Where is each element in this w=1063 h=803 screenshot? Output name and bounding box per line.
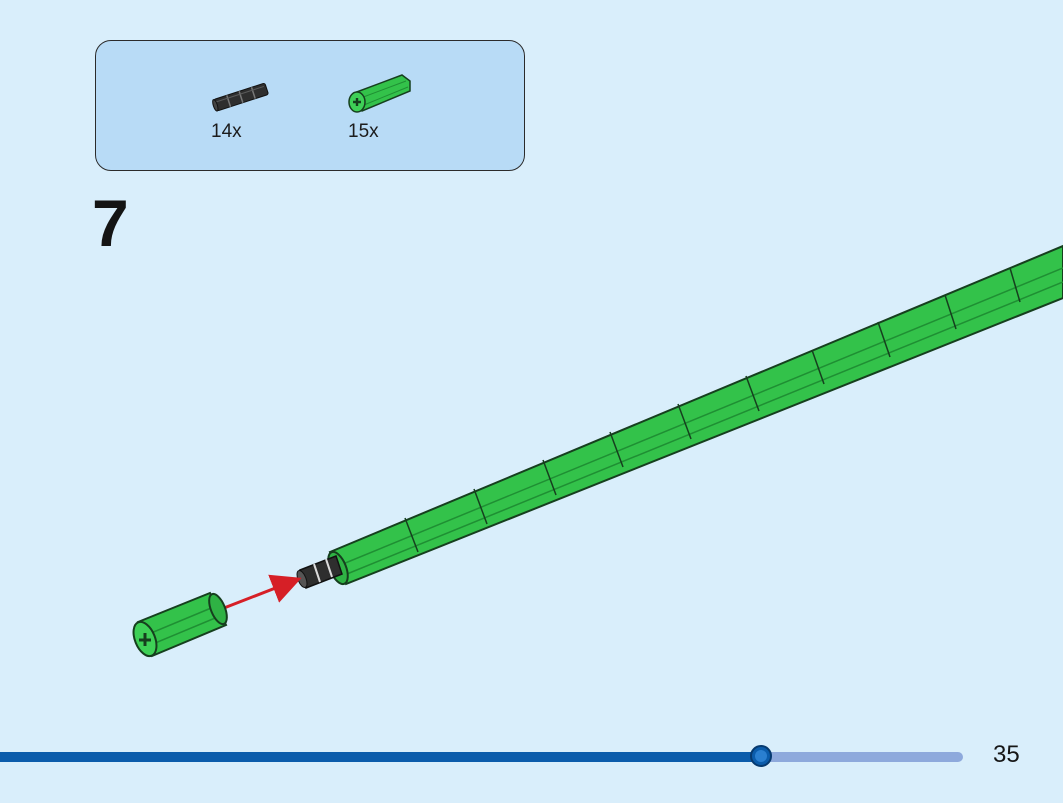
tube-segment-seam — [404, 517, 419, 553]
tube-segment-seam — [677, 403, 692, 440]
tube-segment-seam — [542, 459, 557, 496]
parts-list-box: 14x 15x — [95, 40, 525, 171]
black-axle-connector-icon — [212, 82, 269, 112]
step-number: 7 — [92, 186, 129, 260]
tube-segment-seam — [745, 375, 760, 412]
tube-segment-seam — [1009, 267, 1021, 303]
tube-segment-seam — [877, 321, 891, 358]
axle-connector-in-tube — [296, 555, 343, 589]
axle-hole-cross-icon — [139, 633, 151, 646]
tube-segment-seam — [944, 294, 957, 330]
insert-direction-arrow — [223, 574, 302, 610]
loose-green-tube — [132, 591, 228, 658]
page-number: 35 — [993, 741, 1020, 768]
green-axle-tube-icon — [348, 74, 411, 113]
progress-fill — [0, 752, 761, 762]
part-quantity-1: 14x — [211, 121, 242, 142]
assembled-green-tube — [327, 244, 1063, 586]
progress-handle[interactable] — [750, 745, 772, 767]
tube-segment-seam — [609, 431, 624, 468]
tube-segment-seam — [473, 488, 488, 525]
part-quantity-2: 15x — [348, 121, 379, 142]
tube-segment-seam — [811, 349, 825, 385]
